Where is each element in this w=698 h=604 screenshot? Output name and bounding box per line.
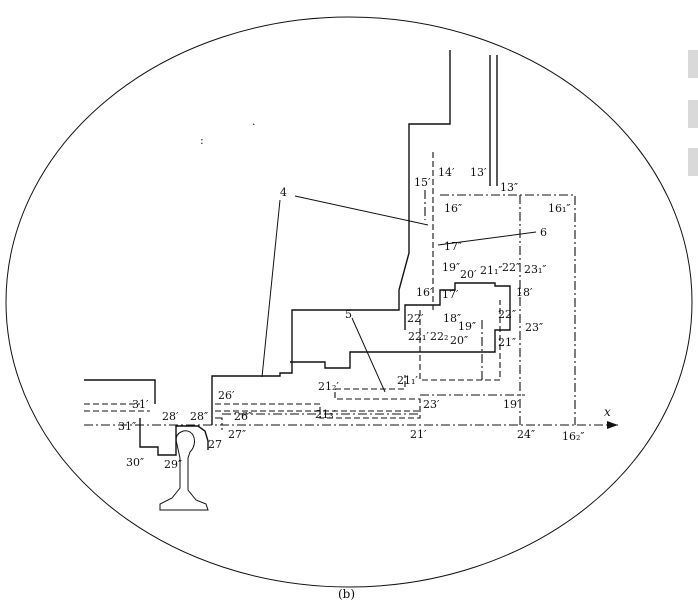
point-label: 31″ <box>118 420 136 433</box>
point-label: 26′ <box>218 389 235 402</box>
point-label: 14′ <box>438 166 455 179</box>
point-label: 18″ <box>443 312 461 325</box>
limit-line-upper <box>84 375 421 419</box>
point-label: 22₁′ <box>408 330 429 343</box>
stray-mark: : <box>200 134 204 147</box>
point-label: 16″ <box>444 202 462 215</box>
point-label: 27 <box>208 438 222 451</box>
leader-line-6 <box>437 231 537 246</box>
point-label: 20′ <box>460 268 477 281</box>
point-label: 31′ <box>132 398 149 411</box>
leader-line-5 <box>351 317 386 393</box>
point-label: 18′ <box>516 286 533 299</box>
point-label: 19′ <box>503 398 520 411</box>
point-label: 20″ <box>450 334 468 347</box>
point-label: 13″ <box>500 181 518 194</box>
rail-profile <box>159 430 209 511</box>
point-label: 27″ <box>228 428 246 441</box>
x-axis-label: x <box>604 405 611 419</box>
low-limit-profile <box>215 413 420 430</box>
point-label: 28″ <box>190 410 208 423</box>
inner-stepped-profile <box>290 282 511 369</box>
point-label: 22₂ <box>430 330 448 343</box>
part-label: 5 <box>345 308 352 321</box>
point-label: 28′ <box>162 410 179 423</box>
stray-mark: · <box>252 118 256 131</box>
point-label: 22″ <box>498 308 516 321</box>
point-label: 26″ <box>234 410 252 423</box>
limit-line-inner <box>419 152 501 381</box>
point-label: 21₁″ <box>480 264 503 277</box>
point-label: 15′ <box>414 176 431 189</box>
point-label: 23′ <box>423 398 440 411</box>
part-label: 6 <box>540 226 547 239</box>
vehicle-body-outline <box>211 50 451 425</box>
enclosing-ellipse <box>5 16 693 588</box>
point-label: 16₂″ <box>562 430 585 443</box>
margin-mark <box>688 148 698 176</box>
point-label: 22″ <box>502 261 520 274</box>
point-label: 30″ <box>126 456 144 469</box>
point-label: 21₁′ <box>397 374 418 387</box>
outer-limit-profile <box>420 190 576 425</box>
point-label: 24″ <box>517 428 535 441</box>
point-label: 22′ <box>407 312 424 325</box>
point-label: 19″ <box>458 320 476 333</box>
point-label: 16′ <box>416 286 433 299</box>
point-label: 23₁″ <box>524 263 547 276</box>
point-label: 19″ <box>442 261 460 274</box>
leader-line-4b <box>261 199 281 378</box>
point-label: 16₁″ <box>548 202 571 215</box>
point-label: 21₃′ <box>315 408 336 421</box>
figure-caption: (b) <box>338 587 355 601</box>
margin-mark <box>688 100 698 128</box>
rail-head-outline <box>139 418 209 456</box>
point-label: 21″ <box>498 336 516 349</box>
leader-line-4a <box>294 195 429 226</box>
point-label: 17″ <box>444 240 462 253</box>
point-label: 21₂′ <box>318 380 339 393</box>
point-label: 17′ <box>442 288 459 301</box>
x-axis-arrowhead <box>607 421 618 429</box>
part-label: 4 <box>280 186 287 199</box>
point-label: 29″ <box>164 458 182 471</box>
point-label: 21′ <box>410 428 427 441</box>
platform-outline <box>84 379 156 404</box>
margin-mark <box>688 50 698 78</box>
point-label: 13′ <box>470 166 487 179</box>
point-label: 23″ <box>525 321 543 334</box>
